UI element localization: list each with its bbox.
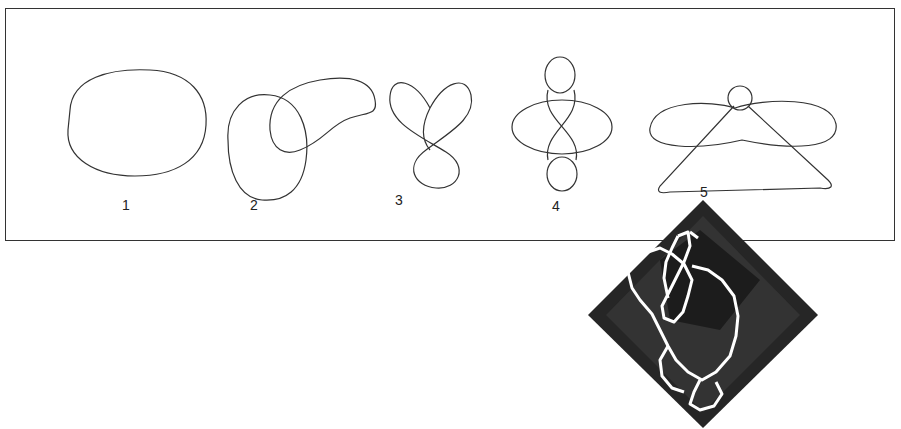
knot-strand [658, 106, 831, 193]
callout-number: 2 [250, 197, 258, 213]
knot-loop [650, 101, 836, 146]
link-loop [270, 78, 376, 152]
unknot [68, 70, 206, 176]
knot-strand [547, 90, 575, 160]
callout-number: 4 [552, 198, 560, 214]
frame [6, 9, 895, 241]
photo-diamond [588, 200, 818, 428]
knot-strand [547, 90, 577, 160]
knot-loop [545, 57, 575, 93]
trefoil-knot [390, 83, 472, 188]
callout-number: 5 [700, 184, 708, 200]
knot-loop [547, 157, 577, 191]
callout-number: 3 [395, 192, 403, 208]
callout-number: 1 [122, 197, 130, 213]
link-loop [228, 95, 307, 201]
